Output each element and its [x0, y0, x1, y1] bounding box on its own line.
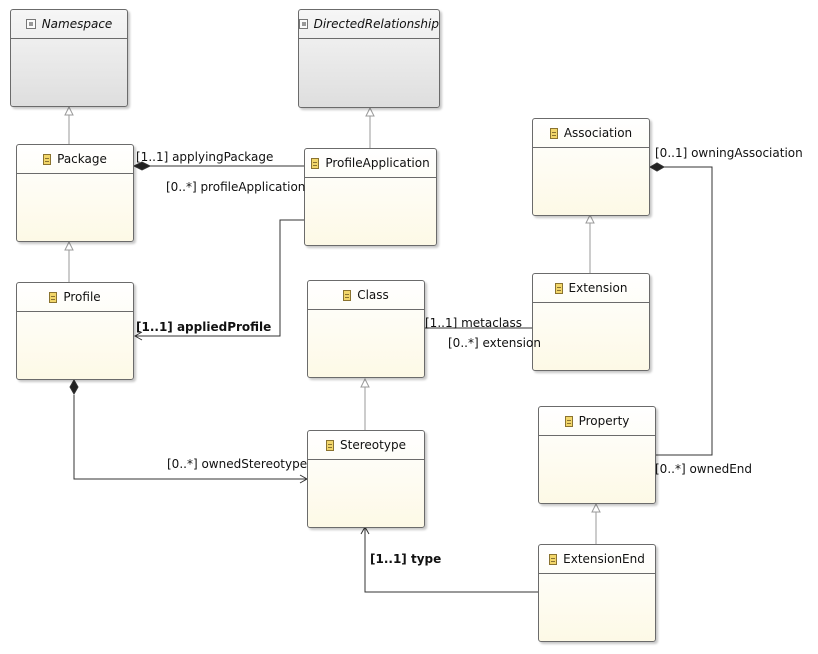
- class-header: ProfileApplication: [305, 149, 436, 178]
- class-header: DirectedRelationship: [299, 10, 439, 39]
- class-package[interactable]: Package: [16, 144, 134, 242]
- abstract-classifier-icon: [25, 19, 36, 29]
- class-name: Stereotype: [340, 438, 406, 452]
- class-name: Package: [57, 152, 107, 166]
- class-header: Class: [308, 281, 424, 310]
- class-icon: [549, 553, 558, 565]
- class-icon: [49, 291, 58, 303]
- association-owning-association: [656, 166, 713, 456]
- class-header: Package: [17, 145, 133, 174]
- class-name: Property: [578, 414, 630, 428]
- abstract-classifier-icon: [299, 19, 308, 29]
- class-header: Stereotype: [308, 431, 424, 460]
- class-header: ExtensionEnd: [539, 545, 655, 574]
- class-icon: [43, 153, 52, 165]
- label-applied-profile: [1..1] appliedProfile: [136, 320, 272, 334]
- class-name: ProfileApplication: [325, 156, 430, 170]
- generalization-arrowhead: [365, 106, 375, 117]
- class-name: Association: [563, 126, 633, 140]
- generalization-arrowhead: [64, 240, 74, 251]
- generalization-arrowhead: [360, 377, 370, 388]
- association-applied-profile: [135, 219, 305, 337]
- class-header: Profile: [17, 283, 133, 312]
- composition-diamond: [132, 161, 152, 171]
- class-class[interactable]: Class: [307, 280, 425, 378]
- class-stereotype[interactable]: Stereotype: [307, 430, 425, 528]
- class-profile-application[interactable]: ProfileApplication: [304, 148, 437, 246]
- class-name: ExtensionEnd: [563, 552, 645, 566]
- class-header: Association: [533, 119, 649, 148]
- class-name: Extension: [568, 281, 628, 295]
- class-icon: [549, 127, 558, 139]
- generalization-arrowhead: [585, 213, 595, 224]
- class-icon: [311, 157, 320, 169]
- label-profile-application: [0..*] profileApplication: [166, 180, 306, 194]
- class-namespace[interactable]: Namespace: [10, 9, 128, 107]
- class-extension-end[interactable]: ExtensionEnd: [538, 544, 656, 642]
- class-name: Namespace: [41, 17, 113, 31]
- class-name: Class: [357, 288, 389, 302]
- class-header: Extension: [533, 274, 649, 303]
- label-owning-association: [0..1] owningAssociation: [655, 146, 803, 160]
- class-directed-relationship[interactable]: DirectedRelationship: [298, 9, 440, 108]
- class-icon: [343, 289, 352, 301]
- composition-diamond: [69, 378, 79, 396]
- association-type: [364, 527, 539, 593]
- association-owned-stereotype: [73, 395, 307, 480]
- composition-diamond: [648, 162, 666, 172]
- class-extension[interactable]: Extension: [532, 273, 650, 371]
- class-profile[interactable]: Profile: [16, 282, 134, 380]
- class-name: DirectedRelationship: [313, 17, 439, 31]
- label-extension: [0..*] extension: [448, 336, 541, 350]
- class-header: Namespace: [11, 10, 127, 39]
- generalization-arrowhead: [591, 502, 601, 513]
- navigable-arrowhead: [133, 331, 143, 341]
- label-applying-package: [1..1] applyingPackage: [136, 150, 274, 164]
- label-type: [1..1] type: [370, 552, 442, 566]
- class-association[interactable]: Association: [532, 118, 650, 216]
- class-header: Property: [539, 407, 655, 436]
- class-property[interactable]: Property: [538, 406, 656, 504]
- class-icon: [326, 439, 335, 451]
- generalization-arrowhead: [64, 105, 74, 116]
- class-name: Profile: [63, 290, 101, 304]
- label-owned-stereotype: [0..*] ownedStereotype: [167, 457, 308, 471]
- label-owned-end: [0..*] ownedEnd: [655, 462, 753, 476]
- class-icon: [564, 415, 573, 427]
- class-icon: [554, 282, 563, 294]
- label-metaclass: [1..1] metaclass: [425, 316, 522, 330]
